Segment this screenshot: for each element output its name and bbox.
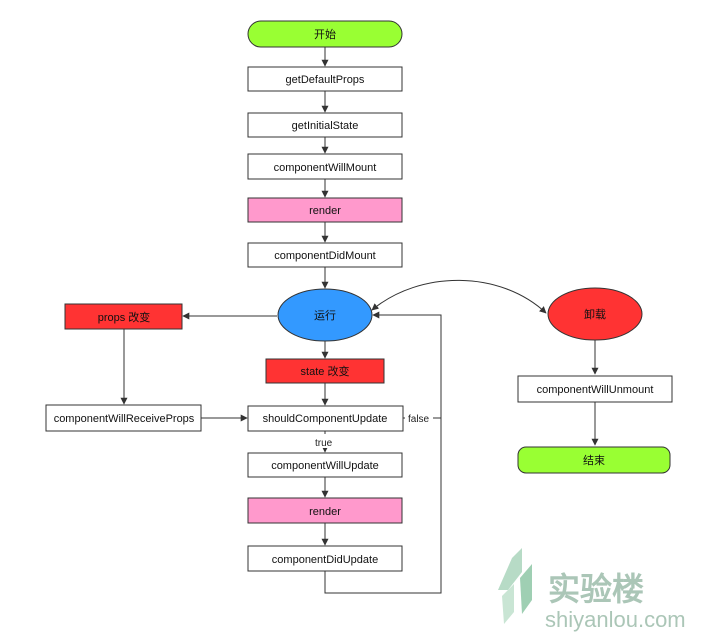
node-state-change-label: state 改变 (301, 364, 350, 378)
node-start-label: 开始 (314, 27, 336, 41)
true-label: true (315, 438, 333, 449)
node-running-label: 运行 (314, 309, 336, 322)
node-componentdidmount: componentDidMount (247, 242, 403, 268)
node-start: 开始 (247, 20, 403, 48)
node-shouldcomponentupdate: shouldComponentUpdate (247, 405, 404, 432)
node-componentwillunmount-label: componentWillUnmount (537, 384, 654, 396)
node-componentdidmount-label: componentDidMount (274, 250, 376, 262)
node-props-change: props 改变 (64, 303, 183, 330)
false-label: false (408, 414, 430, 425)
node-unmount-label: 卸载 (584, 307, 606, 321)
node-componentdidupdate-label: componentDidUpdate (272, 554, 378, 566)
watermark-logo-icon (498, 548, 532, 624)
node-getinitialstate: getInitialState (247, 112, 403, 138)
watermark: 实验楼 shiyanlou.com (498, 548, 686, 632)
node-end: 结束 (517, 446, 671, 474)
node-state-change: state 改变 (265, 358, 385, 384)
node-running: 运行 (277, 288, 373, 342)
node-componentwillunmount: componentWillUnmount (517, 375, 673, 403)
watermark-title: 实验楼 (548, 570, 644, 608)
edge-componentdidupdate-to-running (324, 418, 442, 594)
false-label-bg (405, 410, 433, 426)
node-getdefaultprops-label: getDefaultProps (286, 74, 365, 86)
node-render-initial: render (247, 197, 403, 223)
node-render-update-label: render (309, 506, 341, 518)
node-getdefaultprops: getDefaultProps (247, 66, 403, 92)
node-componentwillupdate: componentWillUpdate (247, 452, 403, 478)
true-label-bg (310, 434, 340, 448)
node-componentwillreceiveprops: componentWillReceiveProps (45, 404, 202, 432)
node-props-change-label: props 改变 (98, 310, 151, 324)
node-render-initial-label: render (309, 205, 341, 217)
node-unmount: 卸载 (547, 287, 643, 341)
node-componentwillmount-label: componentWillMount (274, 162, 377, 174)
node-componentwillreceiveprops-label: componentWillReceiveProps (54, 413, 195, 425)
node-componentwillupdate-label: componentWillUpdate (271, 460, 379, 472)
watermark-url: shiyanlou.com (545, 607, 686, 632)
node-shouldcomponentupdate-label: shouldComponentUpdate (263, 413, 388, 425)
node-componentwillmount: componentWillMount (247, 153, 403, 180)
node-render-update: render (247, 497, 403, 524)
node-getinitialstate-label: getInitialState (292, 120, 359, 132)
node-componentdidupdate: componentDidUpdate (247, 545, 403, 572)
edge-running-to-unmount (371, 279, 547, 314)
node-end-label: 结束 (583, 454, 605, 467)
